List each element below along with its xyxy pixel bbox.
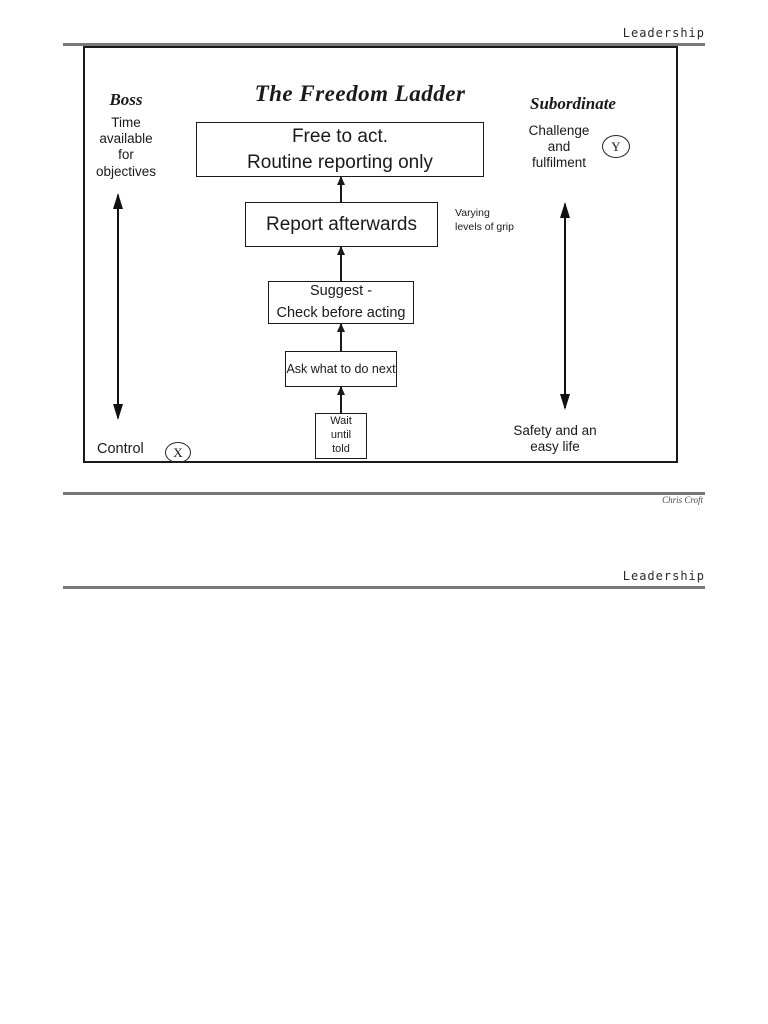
- horizontal-rule-middle: [63, 492, 705, 495]
- boss-heading: Boss: [109, 90, 143, 109]
- subordinate-heading: Subordinate: [530, 94, 616, 113]
- ladder-box-wait: Wait until told: [315, 413, 367, 459]
- horizontal-rule-bottom: [63, 586, 705, 589]
- up-arrow-icon-3: [340, 324, 342, 351]
- diagram-frame: The Freedom Ladder Boss Time available f…: [83, 46, 678, 463]
- up-arrow-icon-1: [340, 177, 342, 202]
- diagram-title: The Freedom Ladder: [254, 81, 466, 106]
- page-header-leadership: Leadership: [622, 26, 705, 40]
- double-arrow-icon-right: [564, 204, 567, 408]
- grip-side-note: Varying levels of grip: [455, 207, 514, 233]
- boss-subheading: Time available for objectives: [95, 115, 157, 179]
- double-arrow-icon-left: [117, 195, 120, 418]
- up-arrow-icon-4: [340, 387, 342, 413]
- author-credit: Chris Croft: [662, 495, 703, 505]
- challenge-label: Challenge and fulfilment: [528, 123, 590, 171]
- next-section-header-leadership: Leadership: [622, 569, 705, 583]
- ladder-box-suggest: Suggest - Check before acting: [268, 281, 414, 324]
- control-label: Control: [97, 441, 144, 457]
- ladder-box-report-afterwards: Report afterwards: [245, 202, 438, 247]
- horizontal-rule-top: [63, 43, 705, 46]
- y-circle-badge: Y: [602, 135, 630, 158]
- ladder-box-free-to-act: Free to act. Routine reporting only: [196, 122, 484, 177]
- ladder-box-ask: Ask what to do next: [285, 351, 397, 387]
- x-circle-badge: X: [165, 442, 191, 463]
- safety-label: Safety and an easy life: [513, 423, 597, 455]
- up-arrow-icon-2: [340, 247, 342, 281]
